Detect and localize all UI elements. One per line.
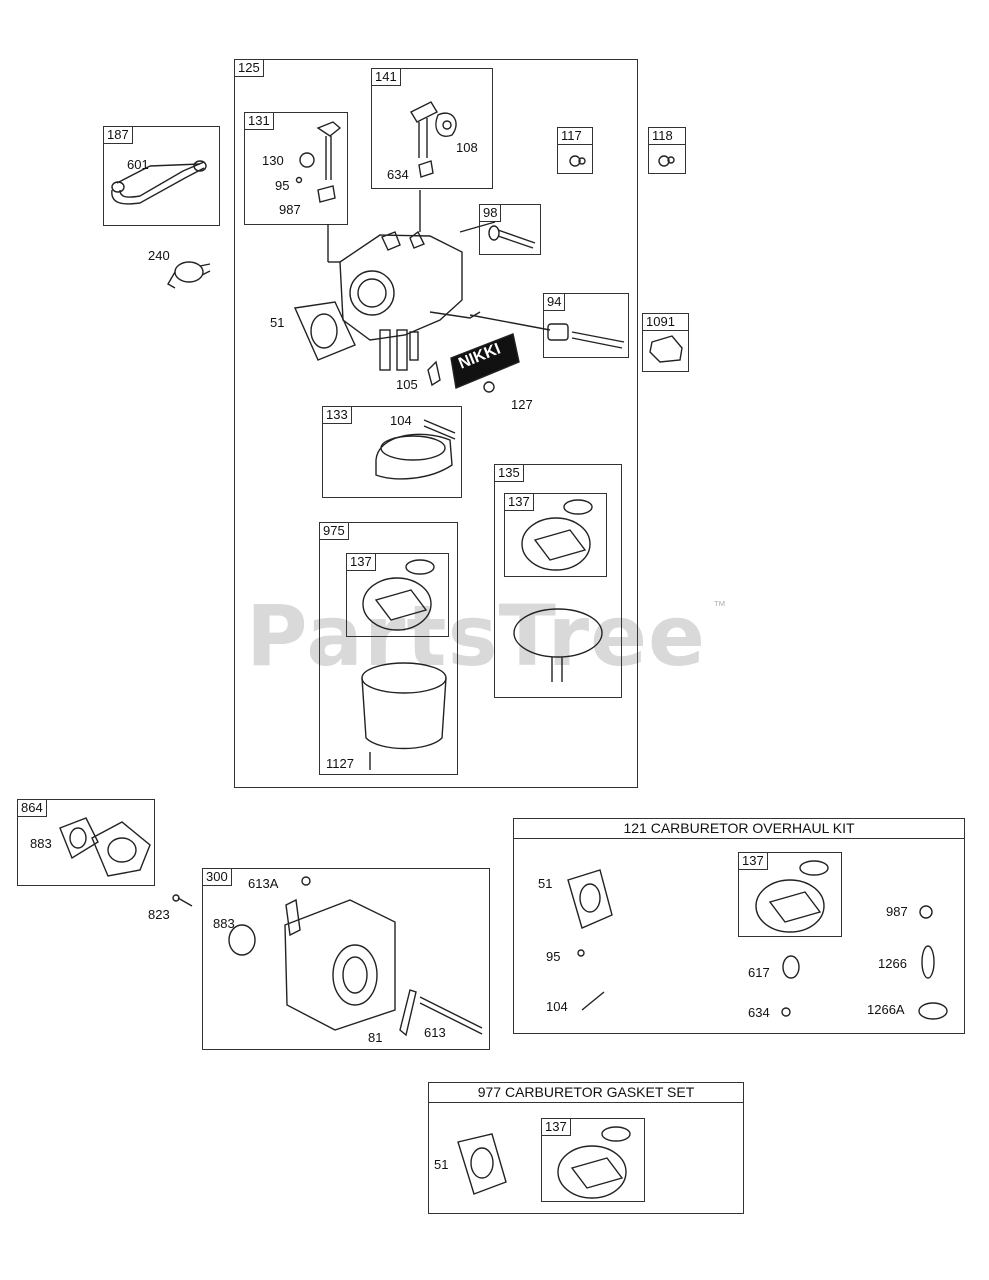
solenoid-1091[interactable] (649, 335, 683, 363)
muffler-300[interactable] (228, 876, 483, 1037)
label-51-kit[interactable]: 51 (538, 876, 553, 891)
ref-977-title[interactable]: 977 CARBURETOR GASKET SET (429, 1083, 743, 1103)
box-137-in-121: 137 (738, 852, 842, 937)
ref-125[interactable]: 125 (234, 59, 264, 77)
label-95-kit[interactable]: 95 (546, 949, 561, 964)
gasket-set-item-51[interactable] (457, 1133, 507, 1195)
box-133: 133 (322, 406, 462, 498)
label-883-muffler[interactable]: 883 (213, 916, 235, 931)
label-108[interactable]: 108 (456, 140, 478, 155)
box-975: 975 (319, 522, 458, 775)
ref-118[interactable]: 118 (648, 127, 686, 145)
label-240[interactable]: 240 (148, 248, 170, 263)
ref-137-c[interactable]: 137 (738, 852, 768, 870)
ref-94[interactable]: 94 (543, 293, 566, 311)
nikki-plate (450, 333, 520, 389)
label-987[interactable]: 987 (279, 202, 301, 217)
ref-137-a[interactable]: 137 (504, 493, 534, 511)
ref-98[interactable]: 98 (479, 204, 502, 222)
choke-parts[interactable] (295, 121, 342, 203)
bolt-823[interactable] (172, 894, 193, 907)
label-51-gasket-set[interactable]: 51 (434, 1157, 449, 1172)
label-634-kit[interactable]: 634 (748, 1005, 770, 1020)
box-121-overhaul-kit: 121 CARBURETOR OVERHAUL KIT (513, 818, 965, 1034)
label-1266[interactable]: 1266 (878, 956, 907, 971)
label-105[interactable]: 105 (396, 377, 418, 392)
label-104-kit[interactable]: 104 (546, 999, 568, 1014)
label-617[interactable]: 617 (748, 965, 770, 980)
fuel-bowl-975[interactable] (361, 662, 447, 770)
label-613a[interactable]: 613A (248, 876, 279, 891)
label-601[interactable]: 601 (127, 157, 149, 172)
ref-133[interactable]: 133 (322, 406, 352, 424)
idle-screw-98[interactable] (488, 225, 536, 249)
ref-300[interactable]: 300 (202, 868, 232, 886)
mixture-screw-94[interactable] (547, 323, 625, 349)
ref-137-b[interactable]: 137 (346, 553, 376, 571)
box-131: 131 (244, 112, 348, 225)
box-864: 864 (17, 799, 155, 886)
box-141: 141 (371, 68, 493, 189)
gasket-51-part[interactable] (293, 301, 356, 361)
box-137-in-135: 137 (504, 493, 607, 577)
box-98: 98 (479, 204, 541, 255)
ref-187[interactable]: 187 (103, 126, 133, 144)
ref-135[interactable]: 135 (494, 464, 524, 482)
ref-141[interactable]: 141 (371, 68, 401, 86)
fuel-filter-part[interactable] (167, 261, 211, 289)
label-987-kit[interactable]: 987 (886, 904, 908, 919)
box-187: 187 (103, 126, 220, 226)
box-94: 94 (543, 293, 629, 358)
box-977-gasket-set: 977 CARBURETOR GASKET SET (428, 1082, 744, 1214)
label-81[interactable]: 81 (368, 1030, 383, 1045)
box-137-in-977: 137 (541, 1118, 645, 1202)
label-130[interactable]: 130 (262, 153, 284, 168)
small-part-118[interactable] (658, 155, 675, 167)
label-883[interactable]: 883 (30, 836, 52, 851)
box-137-in-975: 137 (346, 553, 449, 637)
label-127[interactable]: 127 (511, 397, 533, 412)
ref-137-d[interactable]: 137 (541, 1118, 571, 1136)
carburetor-body[interactable] (327, 190, 551, 371)
throttle-parts[interactable] (410, 101, 457, 178)
ref-131[interactable]: 131 (244, 112, 274, 130)
label-51[interactable]: 51 (270, 315, 285, 330)
needle-105[interactable] (427, 360, 441, 387)
fuel-bowl-135[interactable] (513, 608, 603, 682)
label-634[interactable]: 634 (387, 167, 409, 182)
label-1127[interactable]: 1127 (326, 756, 354, 771)
label-95[interactable]: 95 (275, 178, 290, 193)
ref-117[interactable]: 117 (557, 127, 593, 145)
box-125: 125 (234, 59, 638, 788)
ref-864[interactable]: 864 (17, 799, 47, 817)
label-823[interactable]: 823 (148, 907, 170, 922)
box-118: 118 (648, 127, 686, 174)
box-135: 135 (494, 464, 622, 698)
watermark: PartsTree (246, 587, 707, 685)
exhaust-gasket-864[interactable] (59, 817, 151, 877)
label-1266a[interactable]: 1266A (867, 1002, 905, 1017)
box-117: 117 (557, 127, 593, 174)
small-part-117[interactable] (569, 155, 586, 167)
trademark-mark: ™ (713, 598, 726, 613)
label-104[interactable]: 104 (390, 413, 412, 428)
label-613[interactable]: 613 (424, 1025, 446, 1040)
box-300: 300 (202, 868, 490, 1050)
box-1091: 1091 (642, 313, 689, 372)
gasket-137-drawings[interactable] (362, 499, 829, 1199)
screw-127[interactable] (483, 381, 495, 393)
float-133[interactable] (375, 419, 456, 480)
ref-121-title[interactable]: 121 CARBURETOR OVERHAUL KIT (514, 819, 964, 839)
fuel-line-part[interactable] (111, 160, 207, 205)
ref-1091[interactable]: 1091 (642, 313, 689, 331)
overhaul-kit-items[interactable] (567, 869, 948, 1020)
ref-975[interactable]: 975 (319, 522, 349, 540)
